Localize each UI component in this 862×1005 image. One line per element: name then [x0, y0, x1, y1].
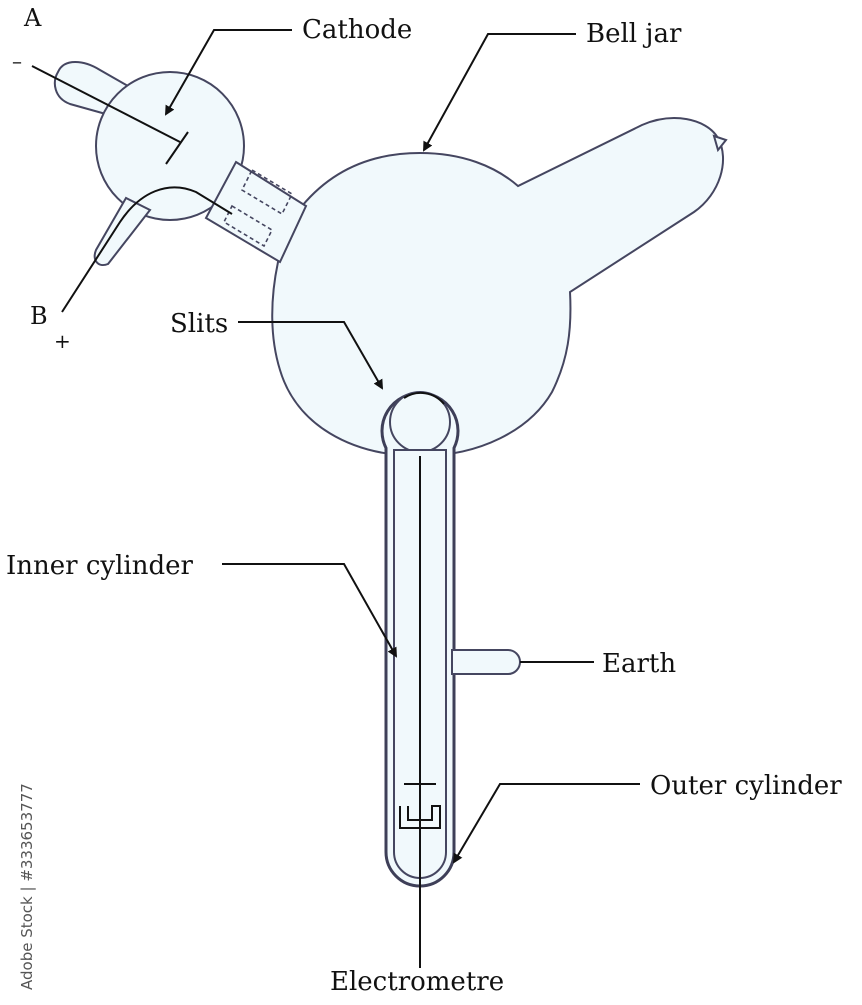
anode-side-tube	[93, 196, 152, 266]
outer-cylinder-leader	[452, 783, 640, 864]
terminal-b-label: B	[30, 302, 48, 330]
terminal-b-sign: +	[54, 329, 71, 353]
cathode-lead-a	[31, 65, 181, 143]
label-earth: Earth	[602, 649, 676, 679]
callouts	[165, 29, 640, 864]
bell-jar	[271, 117, 728, 458]
bell-jar-tip	[712, 134, 728, 153]
electrodes	[31, 65, 233, 313]
cathode-plate	[165, 131, 189, 165]
inner-cup-base	[399, 805, 441, 829]
cathode-bulb	[53, 61, 245, 266]
ground-joint-lower	[222, 204, 274, 248]
terminal-a-label: A	[23, 4, 42, 32]
connecting-tube	[204, 160, 308, 264]
cathode-bulb-body	[95, 71, 245, 221]
inner-cylinder-leader	[222, 563, 397, 658]
cathode-leader	[165, 29, 292, 116]
connecting-tube-body	[204, 160, 308, 264]
ground-joint-upper	[240, 168, 294, 216]
anode-wire-b	[61, 186, 233, 313]
watermark-side-text: Adobe Stock | #333653777	[18, 783, 36, 990]
bell-jar-leader	[423, 33, 576, 152]
terminal-a-sign: –	[12, 49, 22, 73]
bell-jar-body	[271, 117, 725, 458]
faraday-cylinder	[380, 391, 521, 968]
earth-side-tube	[451, 649, 521, 675]
slits-leader	[238, 321, 383, 390]
slit-arc	[403, 391, 445, 405]
label-slits: Slits	[170, 309, 228, 339]
label-electrometre: Electrometre	[330, 967, 504, 997]
label-bell-jar: Bell jar	[586, 19, 682, 49]
label-cathode: Cathode	[302, 15, 412, 45]
labels: Cathode Bell jar Slits Inner cylinder Ea…	[6, 4, 842, 997]
label-inner-cylinder: Inner cylinder	[6, 551, 193, 581]
label-outer-cylinder: Outer cylinder	[650, 771, 842, 801]
